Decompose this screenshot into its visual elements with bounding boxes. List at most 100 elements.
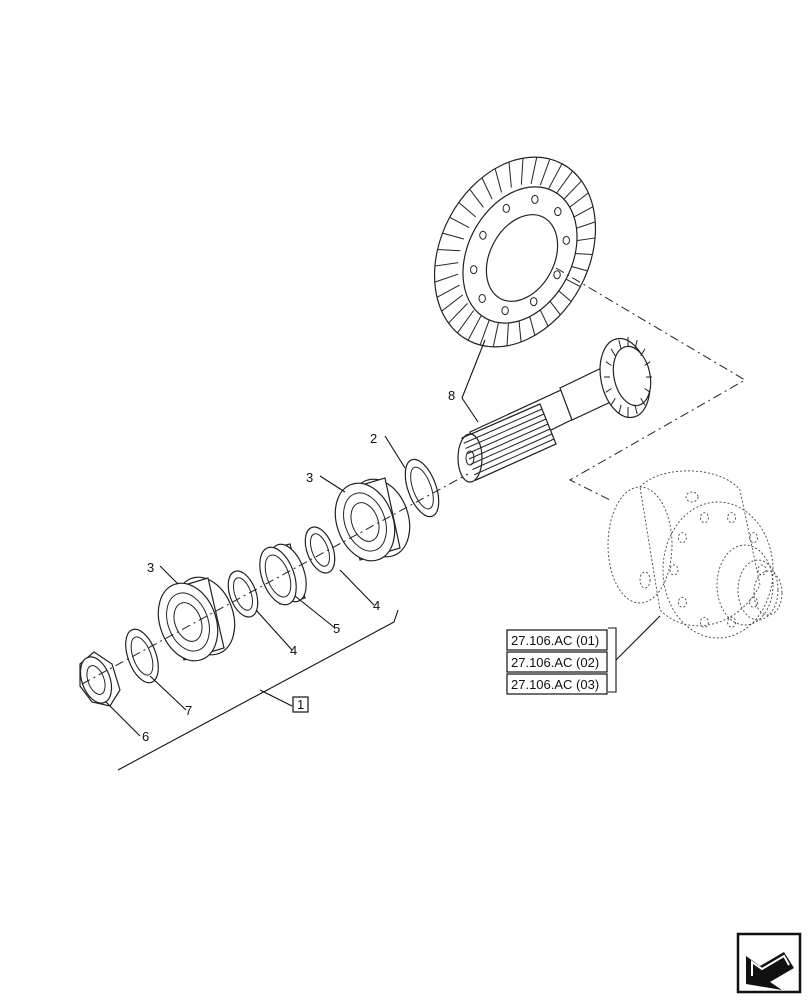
bolt-hole <box>553 270 561 280</box>
reference-box-03[interactable]: 27.106.AC (03) <box>506 673 608 695</box>
spline <box>474 438 555 476</box>
gear-tooth <box>437 249 461 252</box>
gear-tooth <box>481 177 493 200</box>
spline <box>461 403 541 439</box>
bevel-ring-gear[interactable] <box>403 129 628 375</box>
pinion-tooth <box>610 397 616 406</box>
bolt-hole <box>531 194 539 204</box>
spacer-ring-5[interactable] <box>253 539 314 609</box>
gear-tooth <box>436 284 460 298</box>
bolt-hole <box>479 230 487 240</box>
centerline <box>81 473 469 685</box>
housing-hole <box>699 512 709 524</box>
shim-washer-4-lower[interactable] <box>223 567 264 621</box>
housing-hole <box>677 596 687 608</box>
gear-tooth <box>562 180 582 201</box>
spline <box>472 433 553 470</box>
housing-bolt-holes <box>639 491 767 628</box>
pinion-tooth <box>634 404 638 415</box>
callout-5: 5 <box>333 621 340 636</box>
housing-hole <box>749 532 759 544</box>
housing-hole <box>699 616 709 628</box>
housing-hole <box>669 564 679 576</box>
spline <box>470 428 551 465</box>
callout-7: 7 <box>185 703 192 718</box>
spline <box>467 418 547 455</box>
pinion-tooth <box>610 348 616 357</box>
pinion-tooth <box>640 397 646 406</box>
pinion-tooth <box>605 361 612 366</box>
tapered-roller-bearing-3-upper[interactable] <box>325 471 420 569</box>
gear-bolt-holes <box>470 194 570 316</box>
tapered-roller-bearing-3-lower[interactable] <box>148 569 245 669</box>
bolt-hole <box>530 297 538 307</box>
callout-4-upper: 4 <box>373 598 380 613</box>
reference-box-02[interactable]: 27.106.AC (02) <box>506 651 608 673</box>
lock-nut-6[interactable] <box>75 651 121 707</box>
reference-box-01[interactable]: 27.106.AC (01) <box>506 629 608 651</box>
spline <box>468 423 549 460</box>
gear-tooth <box>469 188 484 208</box>
gear-tooth <box>458 202 476 218</box>
housing-hole <box>677 532 687 544</box>
callout-3-lower: 3 <box>147 560 154 575</box>
gear-tooth <box>434 262 459 267</box>
housing-hole <box>757 564 767 576</box>
tab-washer-7[interactable] <box>119 625 164 687</box>
assembly-guide-line <box>555 267 746 501</box>
housing-hole <box>685 491 699 503</box>
shim-washer-4-upper[interactable] <box>300 523 341 577</box>
housing-hole <box>749 596 759 608</box>
pinion-tooth <box>640 348 646 357</box>
pinion-tooth <box>618 404 622 415</box>
next-page-arrow-icon[interactable] <box>736 932 802 994</box>
gear-tooth <box>508 161 512 188</box>
pinion-tooth <box>644 388 651 393</box>
callout-3-upper: 3 <box>306 470 313 485</box>
pinion-tooth <box>618 339 622 350</box>
differential-housing-phantom[interactable] <box>607 470 783 639</box>
callout-4-lower: 4 <box>290 643 297 658</box>
housing-hole <box>639 571 651 589</box>
reference-label-02: 27.106.AC (02) <box>511 655 599 670</box>
gear-tooth <box>449 216 470 229</box>
callout-1-box[interactable]: 1 <box>292 696 309 713</box>
pinion-tooth <box>605 388 612 393</box>
reference-label-03: 27.106.AC (03) <box>511 677 599 692</box>
leader-lines <box>105 339 661 771</box>
gear-tooth <box>555 170 573 194</box>
gear-tooth <box>467 315 482 341</box>
spline <box>463 408 543 444</box>
housing-hole <box>727 616 737 628</box>
gear-tooth <box>494 168 503 193</box>
gear-tooth <box>448 303 468 324</box>
gear-tooth <box>539 158 551 186</box>
gear-tooth <box>434 273 459 283</box>
spline <box>475 443 557 481</box>
callout-8: 8 <box>448 388 455 403</box>
bolt-hole <box>502 203 510 213</box>
spline <box>465 413 545 449</box>
shaft-splines <box>461 403 557 481</box>
gear-tooth <box>566 192 589 210</box>
pinion-shaft[interactable] <box>457 334 657 483</box>
bolt-hole <box>501 306 509 316</box>
gear-tooth <box>479 318 491 346</box>
gear-tooth <box>548 163 563 189</box>
pinion-tooth <box>634 339 638 350</box>
gear-tooth <box>457 310 475 334</box>
reference-label-01: 27.106.AC (01) <box>511 633 599 648</box>
housing-hole <box>727 512 737 524</box>
callout-2: 2 <box>370 431 377 446</box>
gear-tooth <box>492 319 500 347</box>
shim-washer-2[interactable] <box>399 455 446 521</box>
gear-tooth <box>520 158 524 185</box>
pinion-tooth <box>644 361 651 366</box>
pinion-teeth <box>604 337 652 417</box>
gear-tooth <box>441 294 464 312</box>
callout-1: 1 <box>297 697 304 712</box>
bolt-hole <box>470 265 478 275</box>
gear-tooth <box>530 157 538 185</box>
callout-6: 6 <box>142 729 149 744</box>
